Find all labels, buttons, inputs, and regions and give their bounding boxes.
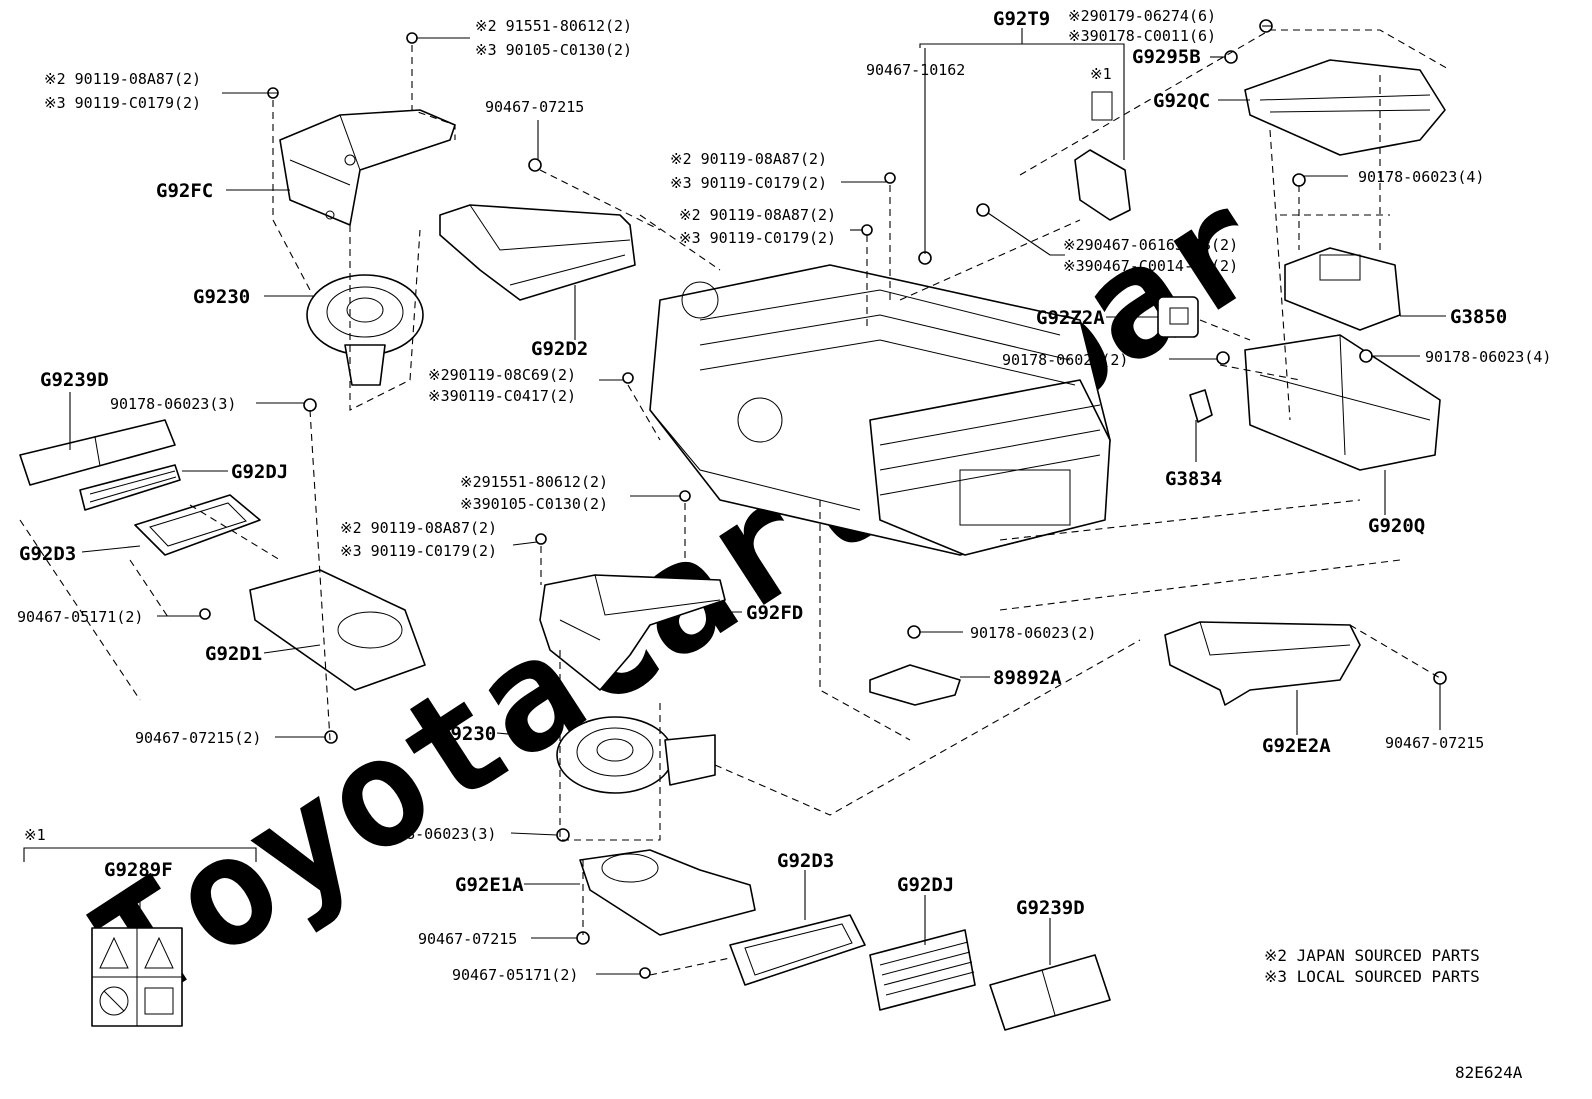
callout-g92dj-left: G92DJ xyxy=(231,461,288,483)
callout-g92d3-bottom: G92D3 xyxy=(777,850,834,872)
battery-tray-g920q xyxy=(1244,334,1441,471)
callout-g9230-bottom: G9230 xyxy=(439,723,496,745)
part-number-90467-07215: 90467-07215 xyxy=(485,98,584,116)
callout-g92d1: G92D1 xyxy=(205,643,262,665)
part-number-91551-80612: ※2 91551-80612(2) xyxy=(475,17,632,35)
bracket-g92fc xyxy=(279,109,456,226)
duct-frame-g92d3-bottom xyxy=(729,914,866,986)
callout-g9239d-left: G9239D xyxy=(40,369,109,391)
part-number-90178-06023: 90178-06023(4) xyxy=(1425,348,1551,366)
part-number-90119-c0417: ※390119-C0417(2) xyxy=(428,387,576,405)
part-number-90119-08a87: ※2 90119-08A87(2) xyxy=(679,206,836,224)
exhaust-duct-g92d2 xyxy=(439,204,636,301)
no-touch-icon xyxy=(99,986,129,1016)
intake-duct-g92d1 xyxy=(249,569,426,691)
bracket-g92fd xyxy=(539,574,726,691)
note-1-label-marker: ※1 xyxy=(1090,65,1112,83)
callout-g92qc: G92QC xyxy=(1153,90,1210,112)
part-number-90178-06023: 90178-06023(2) xyxy=(970,624,1096,642)
electric-shock-icon xyxy=(144,936,174,969)
part-number-90178-c0011: ※390178-C0011(6) xyxy=(1068,27,1216,45)
part-number-90467-c0014-c1: ※390467-C0014-C1(2) xyxy=(1063,257,1238,275)
callout-g92e2a: G92E2A xyxy=(1262,735,1331,757)
callout-g3850: G3850 xyxy=(1450,306,1507,328)
blower-fan-g9230-top xyxy=(306,274,424,386)
air-filter-g92dj-bottom xyxy=(869,929,976,1011)
callout-g92d3-left: G92D3 xyxy=(19,543,76,565)
callout-g9289f: G9289F xyxy=(104,859,173,881)
note-local-sourced: ※3 LOCAL SOURCED PARTS xyxy=(1264,967,1480,986)
part-number-90119-c0179: ※3 90119-C0179(2) xyxy=(679,229,836,247)
callout-g3834: G3834 xyxy=(1165,468,1222,490)
duct-g92e1a xyxy=(579,849,756,936)
part-number-90119-08a87: ※2 90119-08A87(2) xyxy=(340,519,497,537)
callout-g92t9: G92T9 xyxy=(993,8,1050,30)
part-number-90467-05171: 90467-05171(2) xyxy=(17,608,143,626)
manual-icon xyxy=(144,987,174,1015)
filter-cover-g9239d-left xyxy=(19,419,176,486)
callout-g92e1a: G92E1A xyxy=(455,874,524,896)
part-number-90119-c0179: ※3 90119-C0179(2) xyxy=(670,174,827,192)
bracket-g92t9 xyxy=(1074,91,1131,221)
callout-g920q: G920Q xyxy=(1368,515,1425,537)
part-number-90467-06165-c3: ※290467-06165-C3(2) xyxy=(1063,236,1238,254)
callout-g92fd: G92FD xyxy=(746,602,803,624)
part-number-90178-06023: 90178-06023(4) xyxy=(1358,168,1484,186)
filter-cover-g9239d-bottom xyxy=(989,954,1111,1031)
callout-g92d2: G92D2 xyxy=(531,338,588,360)
callout-g92dj-bottom: G92DJ xyxy=(897,874,954,896)
warning-label-inset xyxy=(23,847,257,1027)
callout-g92fc: G92FC xyxy=(156,180,213,202)
ecu-89892a xyxy=(869,664,961,706)
part-number-90119-08a87: ※2 90119-08A87(2) xyxy=(670,150,827,168)
note-1-marker: ※1 xyxy=(24,826,46,844)
assembly-lines xyxy=(19,29,1451,976)
part-number-90119-c0179: ※3 90119-C0179(2) xyxy=(340,542,497,560)
part-number-90467-07215: 90467-07215 xyxy=(418,930,517,948)
connector-g92z2a xyxy=(1157,296,1199,338)
warning-icon xyxy=(99,936,129,969)
blower-fan-g9230-bottom xyxy=(556,716,716,794)
part-number-90179-06274: ※290179-06274(6) xyxy=(1068,7,1216,25)
service-plug-g3834 xyxy=(1189,389,1213,423)
top-cover-g92qc xyxy=(1244,59,1446,156)
callout-g9295b: G9295B xyxy=(1132,46,1201,68)
hv-battery-assembly xyxy=(649,264,1111,556)
diagram-id: 82E624A xyxy=(1455,1063,1523,1082)
part-number-90178-06023: 90178-06023(3) xyxy=(370,825,496,843)
part-number-90119-c0179: ※3 90119-C0179(2) xyxy=(44,94,201,112)
part-number-90467-07215: 90467-07215 xyxy=(1385,734,1484,752)
duct-frame-g92d3-left xyxy=(134,494,261,556)
part-number-90467-07215: 90467-07215(2) xyxy=(135,729,261,747)
part-number-90119-08c69: ※290119-08C69(2) xyxy=(428,366,576,384)
part-number-90467-05171: 90467-05171(2) xyxy=(452,966,578,984)
callout-g9230-top: G9230 xyxy=(193,286,250,308)
part-number-90105-c0130: ※3 90105-C0130(2) xyxy=(475,41,632,59)
callout-g92z2a: G92Z2A xyxy=(1036,307,1105,329)
part-number-90178-06023: 90178-06023(2) xyxy=(1002,351,1128,369)
part-number-90178-06023: 90178-06023(3) xyxy=(110,395,236,413)
junction-block-g3850 xyxy=(1284,247,1401,331)
callout-g9239d-bottom: G9239D xyxy=(1016,897,1085,919)
part-number-90467-10162: 90467-10162 xyxy=(866,61,965,79)
part-number-90105-c0130: ※390105-C0130(2) xyxy=(460,495,608,513)
callout-89892a: 89892A xyxy=(993,667,1062,689)
part-number-90119-08a87: ※2 90119-08A87(2) xyxy=(44,70,201,88)
note-japan-sourced: ※2 JAPAN SOURCED PARTS xyxy=(1264,946,1480,965)
air-filter-g92dj-left xyxy=(79,464,181,511)
leader-lines xyxy=(69,25,1446,975)
part-number-91551-80612: ※291551-80612(2) xyxy=(460,473,608,491)
duct-g92e2a xyxy=(1164,621,1361,706)
